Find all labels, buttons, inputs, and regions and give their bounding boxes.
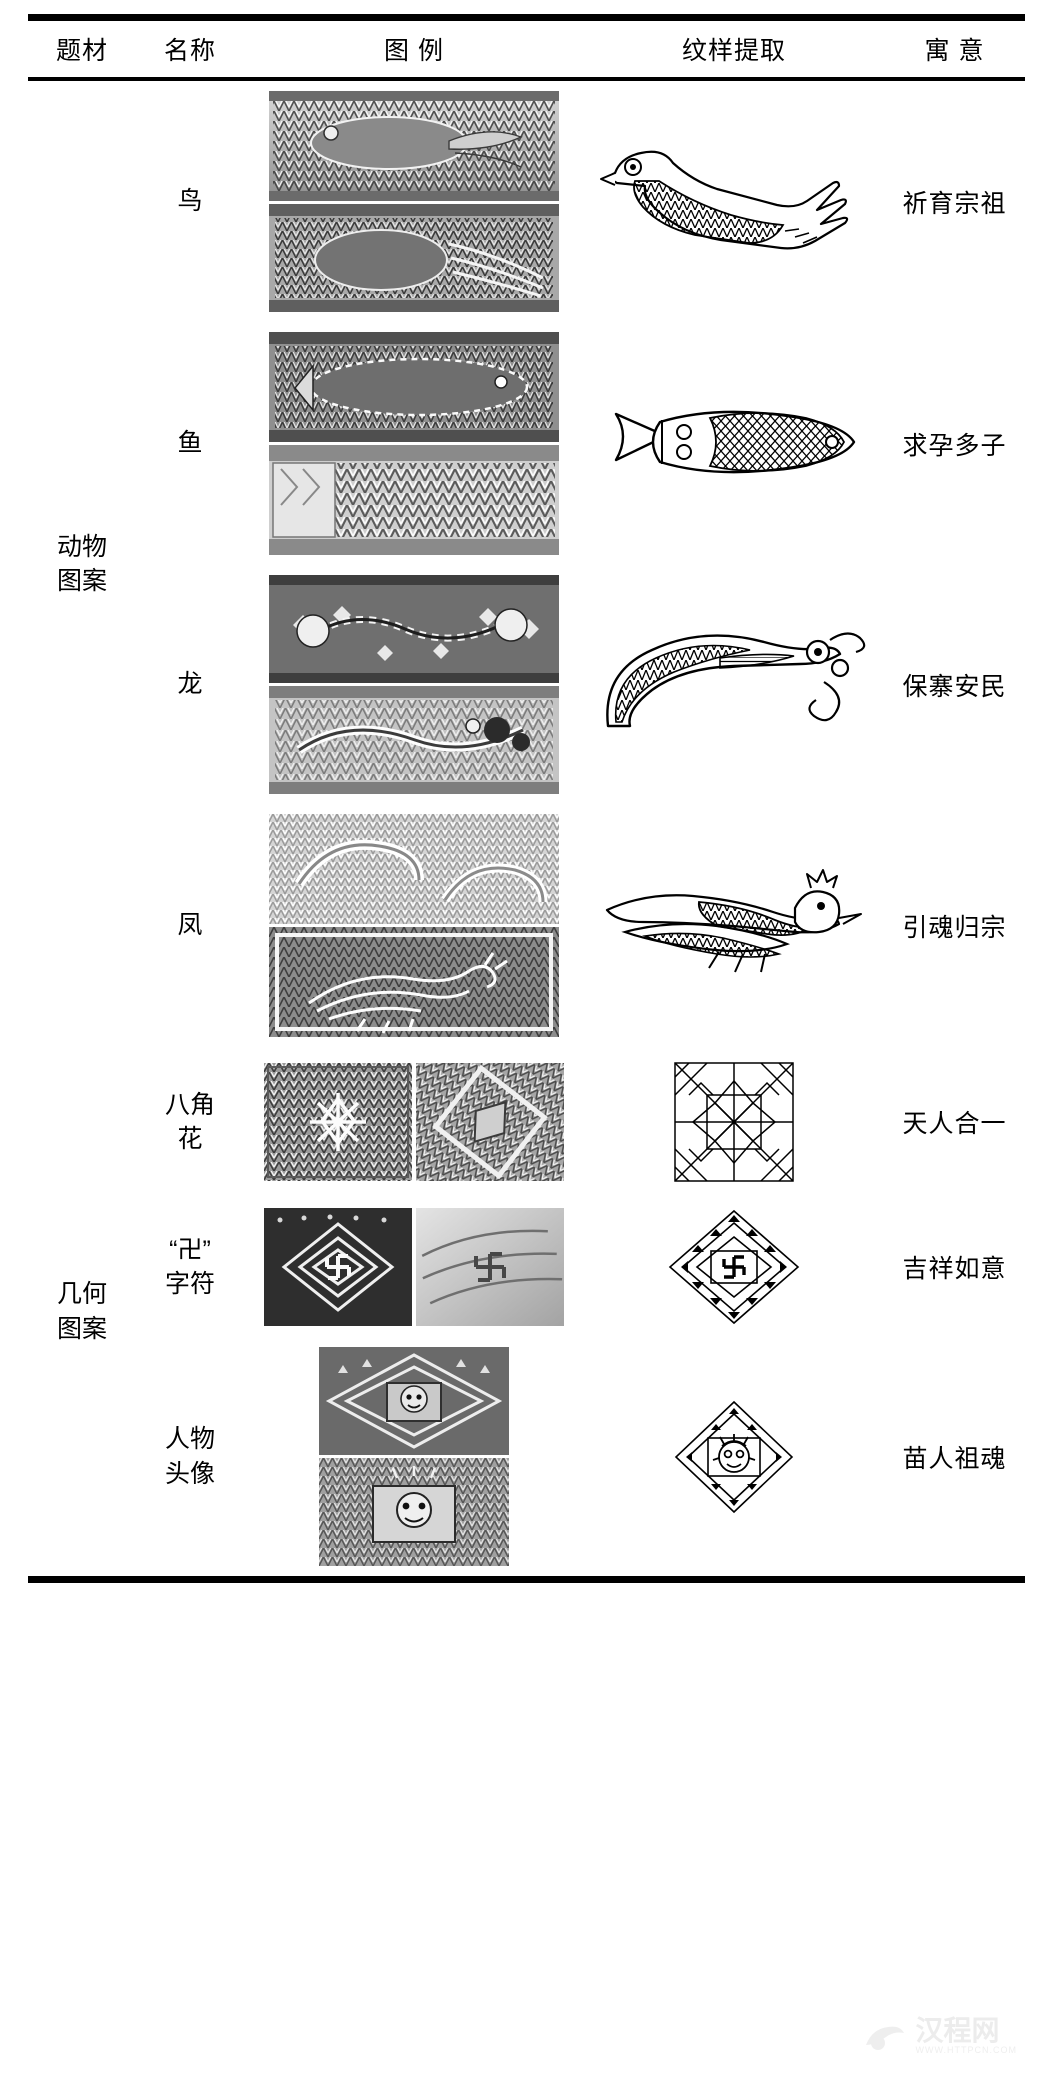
table-header-rule <box>28 77 1025 81</box>
fish-pattern-icon <box>614 410 856 474</box>
dragon-pattern-icon <box>605 631 865 727</box>
extract-box <box>584 1047 884 1197</box>
extract-box <box>584 1197 884 1337</box>
table-row: 鱼 <box>28 322 1025 565</box>
name-line2: 字符 <box>164 1270 215 1298</box>
name-cell-dragon: 龙 <box>177 670 203 699</box>
theme-cell-geometric: 几何 图案 <box>28 1047 136 1576</box>
meaning-cell-human-head: 苗人祖魂 <box>902 1444 1007 1473</box>
header-meaning: 寓 意 <box>924 37 985 65</box>
theme-label-line2: 图案 <box>56 567 107 595</box>
table-row: 动物 图案 鸟 <box>28 81 1025 595</box>
header-photo: 图 例 <box>384 37 444 65</box>
table-bottom-rule <box>28 1576 1025 1583</box>
extract-box <box>584 856 884 996</box>
photo-stack <box>244 81 584 322</box>
name-line1: 八角 <box>164 1090 215 1119</box>
embroidery-photo-swastika-left <box>264 1208 412 1326</box>
octagon-flower-pattern-icon <box>674 1062 794 1182</box>
name-line1: “卍” <box>169 1235 211 1264</box>
extract-cell-phoenix <box>584 804 884 1047</box>
extract-cell-human-head <box>584 1337 884 1576</box>
header-extract: 纹样提取 <box>681 37 786 65</box>
watermark-subtitle: WWW.HTTPCN.COM <box>915 2045 1017 2055</box>
photo-cell-swastika <box>244 1197 584 1337</box>
theme-cell-animal: 动物 图案 <box>28 81 136 1047</box>
embroidery-photo-phoenix-top <box>269 814 559 924</box>
table-top-rule <box>28 14 1025 21</box>
name-line2: 头像 <box>164 1459 215 1488</box>
theme-label-line1: 动物 <box>56 532 107 561</box>
photo-pair <box>244 1063 584 1181</box>
embroidery-photo-dragon-top <box>269 575 559 683</box>
embroidery-photo-octagon-left <box>264 1063 412 1181</box>
miao-pattern-table: 题材 名称 图 例 纹样提取 寓 意 <box>28 21 1025 77</box>
meaning-cell-swastika: 吉祥如意 <box>902 1255 1007 1283</box>
table-row: 龙 <box>28 565 1025 804</box>
pattern-table-page: 题材 名称 图 例 纹样提取 寓 意 动物 图案 鸟 <box>0 14 1053 2079</box>
embroidery-photo-octagon-right <box>416 1063 564 1181</box>
watermark-text-group: 汉程网 WWW.HTTPCN.COM <box>915 2015 1017 2056</box>
photo-cell-bird <box>244 81 584 322</box>
extract-box <box>584 1388 884 1526</box>
extract-box <box>584 137 884 267</box>
name-cell-swastika: “卍” 字符 <box>136 1197 244 1337</box>
table-row: 凤 <box>28 804 1025 1047</box>
embroidery-photo-phoenix-bottom <box>269 927 559 1037</box>
embroidery-photo-swastika-right <box>416 1208 564 1326</box>
name-cell-phoenix: 凤 <box>177 911 203 940</box>
photo-stack <box>244 565 584 804</box>
photo-cell-fish <box>244 322 584 565</box>
watermark-title: 汉程网 <box>915 2015 1000 2046</box>
table-row: 人物 头像 <box>28 1337 1025 1576</box>
meaning-cell-fish: 求孕多子 <box>902 431 1007 460</box>
extract-box <box>584 386 884 501</box>
embroidery-photo-bird-top <box>269 91 559 201</box>
embroidery-photo-fish-bottom <box>269 445 559 555</box>
embroidery-photo-head-top <box>319 1347 509 1455</box>
header-theme: 题材 <box>55 37 108 65</box>
watermark: 汉程网 WWW.HTTPCN.COM <box>862 2017 1017 2055</box>
table-header-row: 题材 名称 图 例 纹样提取 寓 意 <box>28 21 1025 77</box>
embroidery-photo-dragon-bottom <box>269 686 559 794</box>
meaning-cell-octagon-flower: 天人合一 <box>902 1110 1007 1138</box>
extract-cell-octagon-flower <box>584 1047 884 1197</box>
embroidery-photo-fish-top <box>269 332 559 442</box>
extract-cell-bird <box>584 81 884 322</box>
meaning-cell-bird: 祈育宗祖 <box>902 189 1007 218</box>
table-row: “卍” 字符 <box>28 1197 1025 1337</box>
name-cell-bird: 鸟 <box>177 187 203 216</box>
photo-stack <box>244 1337 584 1576</box>
photo-stack <box>244 322 584 565</box>
table-row: 几何 图案 八角 花 <box>28 1047 1025 1343</box>
embroidery-photo-bird-bottom <box>269 204 559 312</box>
bird-pattern-icon <box>600 150 849 249</box>
photo-cell-phoenix <box>244 804 584 1047</box>
swastika-pattern-icon <box>668 1209 799 1325</box>
human-head-pattern-icon <box>674 1400 793 1513</box>
name-line2: 花 <box>177 1125 203 1153</box>
embroidery-photo-head-bottom <box>319 1458 509 1566</box>
extract-cell-fish <box>584 322 884 565</box>
name-line1: 人物 <box>164 1425 215 1453</box>
theme-label-line2: 图案 <box>56 1314 107 1343</box>
name-cell-fish: 鱼 <box>177 429 203 458</box>
extract-box <box>584 620 884 750</box>
meaning-cell-dragon: 保寨安民 <box>902 672 1007 701</box>
photo-cell-human-head <box>244 1337 584 1576</box>
header-name: 名称 <box>163 37 216 65</box>
phoenix-pattern-icon <box>605 868 862 972</box>
photo-pair <box>244 1208 584 1326</box>
miao-pattern-table-body: 动物 图案 鸟 <box>28 81 1025 1576</box>
watermark-logo-icon <box>865 2026 904 2050</box>
name-cell-human-head: 人物 头像 <box>136 1337 244 1576</box>
photo-stack <box>244 804 584 1047</box>
meaning-cell-phoenix: 引魂归宗 <box>902 913 1007 942</box>
name-cell-octagon-flower: 八角 花 <box>136 1047 244 1197</box>
extract-cell-swastika <box>584 1197 884 1337</box>
theme-label-line1: 几何 <box>56 1280 107 1308</box>
photo-cell-dragon <box>244 565 584 804</box>
photo-cell-octagon-flower <box>244 1047 584 1197</box>
extract-cell-dragon <box>584 565 884 804</box>
